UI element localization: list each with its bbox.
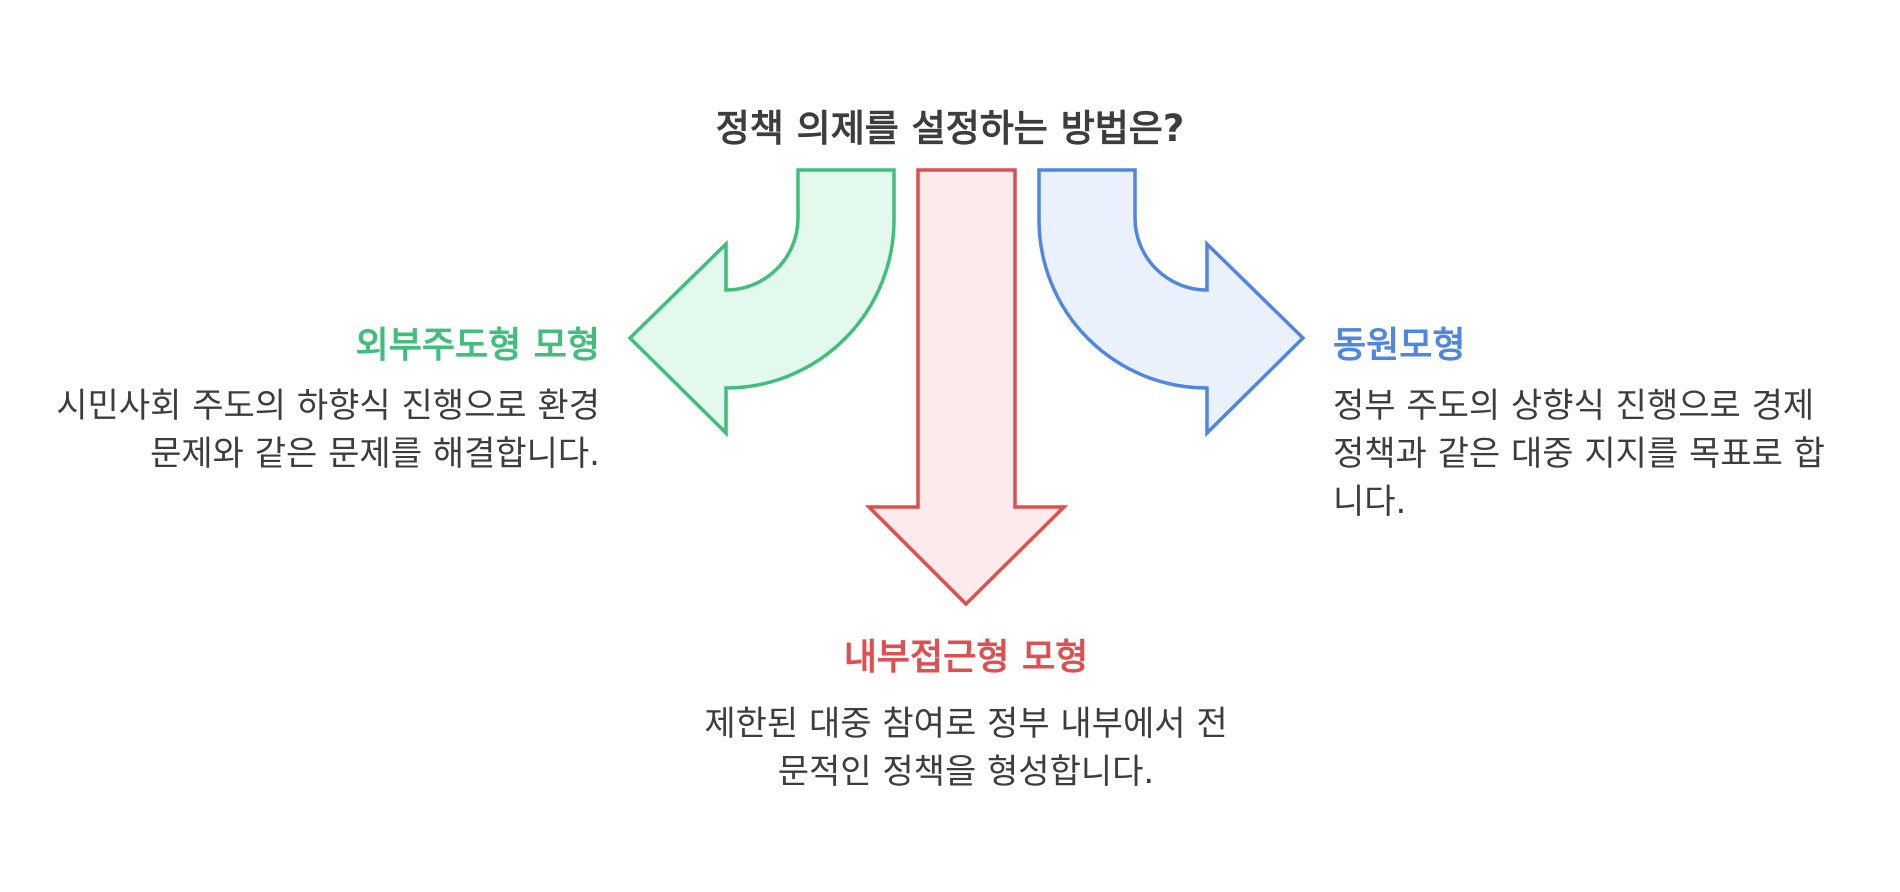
inside-model-heading: 내부접근형 모형 [843,637,1089,678]
mobilization-model-heading: 동원모형 [1333,325,1466,366]
inside-model-description: 제한된 대중 참여로 정부 내부에서 전문적인 정책을 형성합니다. [704,704,1228,792]
outside-model-heading: 외부주도형 모형 [355,325,600,366]
right-curved-arrow [1037,168,1306,438]
mobilization-model-description: 정부 주도의 상향식 진행으로 경제 정책과 같은 대중 지지를 목표로 합니다… [1333,386,1825,522]
down-arrow [864,168,1069,607]
diagram-title: 정책 의제를 설정하는 방법은? [715,107,1185,150]
outside-model-description: 시민사회 주도의 하향식 진행으로 환경 문제와 같은 문제를 해결합니다. [56,386,600,474]
left-curved-arrow [627,168,896,438]
